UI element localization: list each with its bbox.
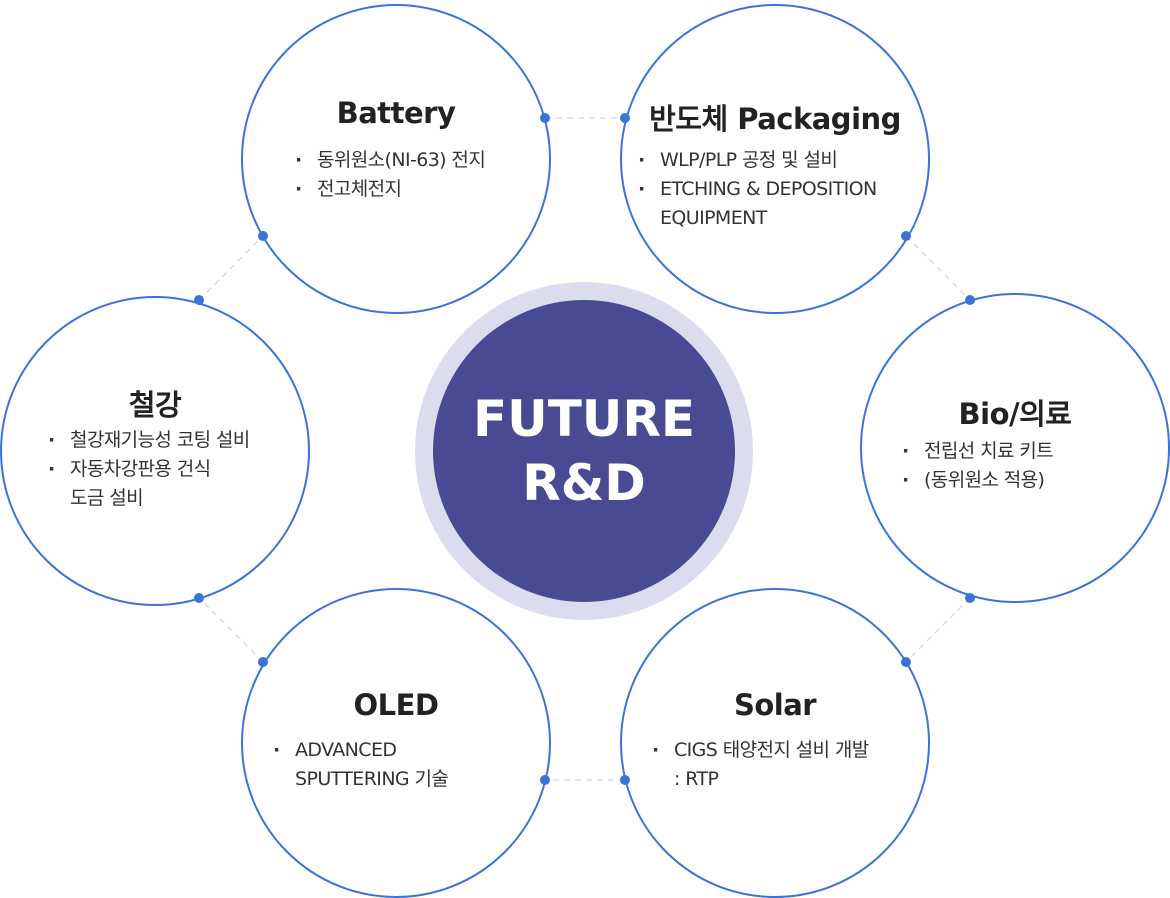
- list-item: (동위원소 적용): [900, 466, 1053, 495]
- connector-dot: [540, 113, 550, 123]
- connector-dot: [965, 593, 975, 603]
- node-steel: 철강 철강재기능성 코팅 설비 자동차강판용 건식 도금 설비: [0, 296, 310, 606]
- list-item: EQUIPMENT: [660, 207, 767, 229]
- center-circle: FUTURE R&D: [433, 300, 735, 602]
- node-semiconductor-title: 반도체 Packaging: [649, 102, 901, 136]
- node-oled-title: OLED: [353, 688, 439, 722]
- node-oled-list: ADVANCED SPUTTERING 기술: [271, 736, 449, 794]
- node-solar: Solar CIGS 태양전지 설비 개발 : RTP: [620, 588, 930, 898]
- node-semiconductor-packaging: 반도체 Packaging WLP/PLP 공정 및 설비 ETCHING & …: [620, 4, 930, 314]
- list-item: CIGS 태양전지 설비 개발: [650, 736, 869, 765]
- list-item: ADVANCED: [271, 736, 448, 765]
- connector-semiconductor-bio: [905, 235, 971, 301]
- node-oled: OLED ADVANCED SPUTTERING 기술: [241, 588, 551, 898]
- node-bio: Bio/의료 전립선 치료 키트 (동위원소 적용): [860, 293, 1170, 603]
- connector-dot: [258, 231, 268, 241]
- node-bio-list: 전립선 치료 키트 (동위원소 적용): [900, 437, 1054, 495]
- list-item: WLP/PLP 공정 및 설비: [636, 146, 877, 175]
- list-item: : RTP: [674, 768, 719, 790]
- connector-dot: [540, 775, 550, 785]
- node-battery-list: 동위원소(NI-63) 전지 전고체전지: [293, 146, 486, 204]
- node-battery-title: Battery: [336, 96, 456, 130]
- connector-dot: [620, 113, 630, 123]
- center-title-line2: R&D: [522, 454, 646, 512]
- node-battery: Battery 동위원소(NI-63) 전지 전고체전지: [241, 4, 551, 314]
- center-title-line1: FUTURE: [472, 390, 696, 448]
- connector-dot: [901, 657, 911, 667]
- connector-dot: [258, 657, 268, 667]
- connector-dot: [620, 775, 630, 785]
- connector-dot: [901, 231, 911, 241]
- list-item: 자동차강판용 건식: [46, 455, 250, 484]
- list-item: ETCHING & DEPOSITION: [636, 175, 877, 204]
- node-solar-title: Solar: [733, 688, 817, 722]
- list-item: 철강재기능성 코팅 설비: [46, 426, 250, 455]
- node-solar-list: CIGS 태양전지 설비 개발 : RTP: [650, 736, 869, 794]
- connector-bio-solar: [905, 597, 971, 663]
- connector-oled-steel: [198, 597, 264, 663]
- connector-dot: [194, 593, 204, 603]
- node-bio-title: Bio/의료: [958, 397, 1072, 431]
- node-semiconductor-list: WLP/PLP 공정 및 설비 ETCHING & DEPOSITION EQU…: [636, 146, 877, 233]
- list-item: 동위원소(NI-63) 전지: [293, 146, 486, 175]
- list-item: 도금 설비: [70, 487, 144, 509]
- connector-dot: [965, 295, 975, 305]
- node-steel-title: 철강: [128, 388, 182, 422]
- connector-dot: [194, 295, 204, 305]
- list-item: 전립선 치료 키트: [900, 437, 1054, 466]
- list-item: SPUTTERING 기술: [295, 768, 449, 790]
- node-steel-list: 철강재기능성 코팅 설비 자동차강판용 건식 도금 설비: [46, 426, 250, 513]
- list-item: 전고체전지: [293, 175, 485, 204]
- connector-steel-battery: [198, 235, 264, 301]
